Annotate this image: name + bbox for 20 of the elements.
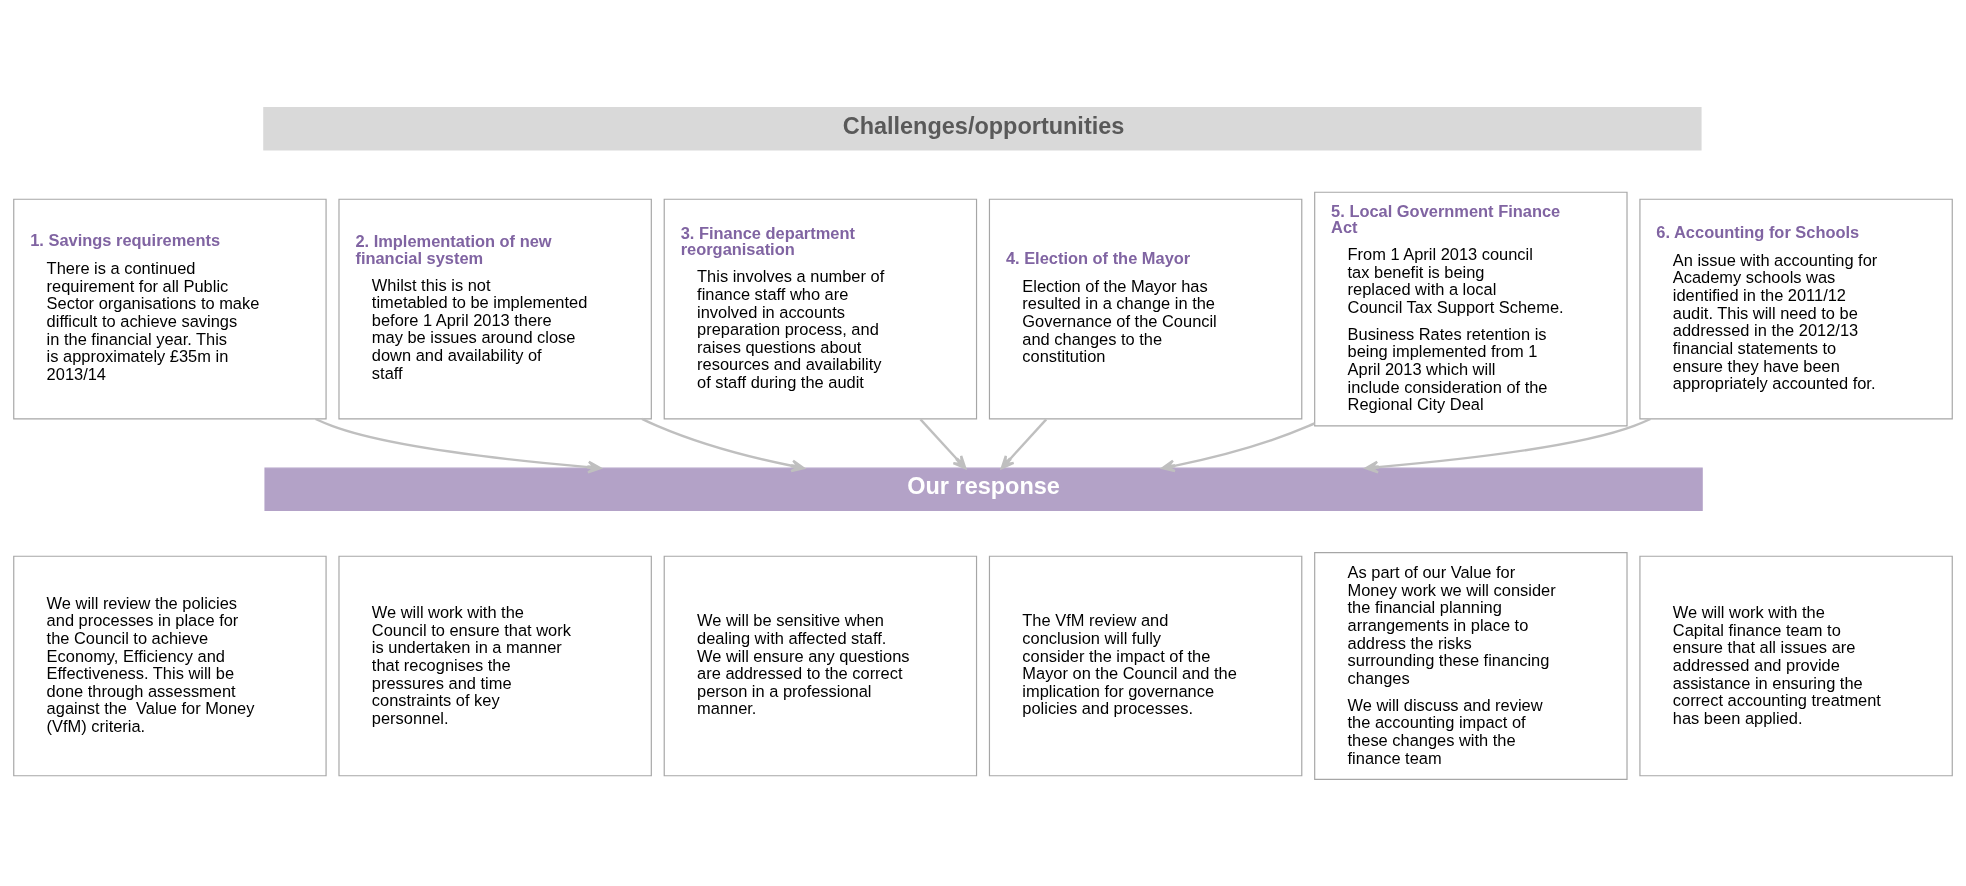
node-box: As part of our Value for Money work we will consider the financial planning arrangements in place to address the risks surrounding these financing changes We will discuss and review the accounting impact of these changes with the finance team: [1314, 551, 1628, 780]
node-box: 6. Accounting for Schools An issue with accounting for Academy schools was identified in the 2011/12 audit. This will need to be addressed in the 2012/13 financial statements to ensure they have been appropriately accounted for.: [1639, 198, 1953, 419]
node-box: 4. Election of the Mayor Election of the Mayor has resulted in a change in the Governance of the Council and changes to the constitution: [988, 198, 1303, 419]
node-box: Challenges/opportunities: [263, 106, 1702, 151]
arrow: [1364, 417, 1651, 474]
node-box: The VfM review and conclusion will fully consider the impact of the Mayor on the Council and the implication for governance policies and processes.: [988, 555, 1303, 776]
node-box: 1. Savings requirements There is a continued requirement for all Public Sector organisations to make difficult to achieve savings in the financial year. This is approximately £35m in 2013/14: [13, 198, 327, 419]
node-box: 2. Implementation of new financial system Whilst this is not timetabled to be implemented before 1 April 2013 there may be issues around close down and availability of staff: [338, 198, 652, 419]
node-box: We will review the policies and processes in place for the Council to achieve Economy, Efficiency and Effectiveness. This will be done through assessment against the Value for Money (VfM) criteria.: [13, 555, 327, 776]
arrow: [315, 417, 602, 474]
node-box: We will be sensitive when dealing with affected staff. We will ensure any questions are addressed to the correct person in a professional manner.: [663, 555, 978, 776]
node-box: 5. Local Government Finance Act From 1 April 2013 council tax benefit is being replaced with a local Council Tax Support Scheme. Business Rates retention is being implemented from 1 April 2013 which will include consideration of the Regional City Deal: [1314, 191, 1628, 426]
node-box: We will work with the Council to ensure that work is undertaken in a manner that recognises the pressures and time constraints of key personnel.: [338, 555, 652, 776]
node-box: 3. Finance department reorganisation This involves a number of finance staff who are involved in accounts preparation process, and raises questions about resources and availability of staff during the audit: [663, 198, 978, 419]
arrow: [1000, 418, 1048, 469]
arrow: [641, 417, 805, 472]
node-box: Our response: [264, 467, 1703, 511]
arrow: [1161, 421, 1316, 472]
node-box: We will work with the Capital finance team to ensure that all issues are addressed and provide assistance in ensuring the correct accounting treatment has been applied.: [1639, 555, 1953, 776]
arrow: [919, 418, 967, 469]
